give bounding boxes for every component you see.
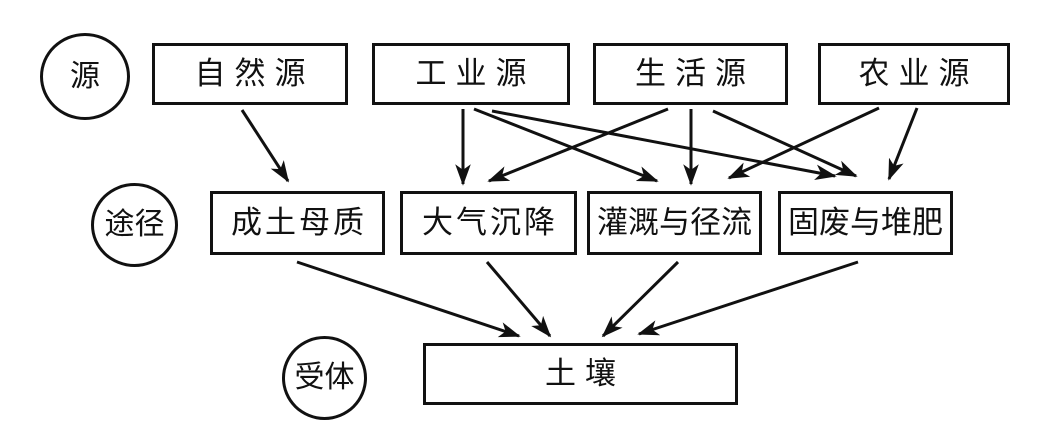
arrow-soil-parent-material-to-soil [296, 260, 521, 338]
arrow-agricultural-source-to-solid-waste-compost [887, 107, 919, 181]
level-badge-pathway: 途径 [91, 183, 178, 267]
level-badge-pathway-label: 途径 [104, 207, 165, 242]
node-industrial-source-label: 工业源 [415, 55, 536, 92]
node-soil-parent-material-label: 成土母质 [231, 204, 367, 241]
node-soil-parent-material: 成土母质 [210, 191, 385, 255]
node-industrial-source: 工业源 [372, 43, 570, 105]
node-irrigation-runoff-label: 灌溉与径流 [597, 204, 752, 241]
level-badge-receptor-label: 受体 [294, 360, 355, 395]
node-domestic-source-label: 生活源 [635, 55, 755, 92]
node-domestic-source: 生活源 [593, 43, 788, 105]
arrow-industrial-source-to-irrigation-runoff [473, 107, 659, 183]
node-natural-source: 自然源 [152, 43, 348, 105]
node-solid-waste-compost: 固废与堆肥 [778, 191, 953, 255]
node-solid-waste-compost-label: 固废与堆肥 [788, 204, 943, 241]
arrow-solid-waste-compost-to-soil [637, 260, 859, 336]
node-soil-label: 土壤 [545, 355, 625, 392]
node-irrigation-runoff: 灌溉与径流 [587, 191, 762, 255]
level-badge-source: 源 [40, 33, 130, 120]
arrow-industrial-source-to-solid-waste-compost [491, 109, 837, 180]
node-agricultural-source-label: 农业源 [858, 55, 979, 92]
arrow-atmospheric-deposition-to-soil [485, 261, 552, 338]
arrow-domestic-source-to-solid-waste-compost [712, 109, 858, 178]
node-agricultural-source: 农业源 [818, 43, 1010, 105]
level-badge-receptor: 受体 [282, 336, 367, 420]
node-natural-source-label: 自然源 [194, 55, 315, 92]
arrow-domestic-source-to-atmospheric-deposition [487, 107, 669, 183]
level-badge-source-label: 源 [70, 58, 100, 94]
arrow-natural-source-to-soil-parent-material [240, 109, 290, 183]
arrow-irrigation-runoff-to-soil [601, 260, 680, 338]
node-atmospheric-deposition-label: 大气沉降 [422, 204, 558, 241]
node-soil: 土壤 [423, 343, 738, 405]
arrow-agricultural-source-to-irrigation-runoff [727, 106, 880, 180]
node-atmospheric-deposition: 大气沉降 [400, 191, 577, 255]
